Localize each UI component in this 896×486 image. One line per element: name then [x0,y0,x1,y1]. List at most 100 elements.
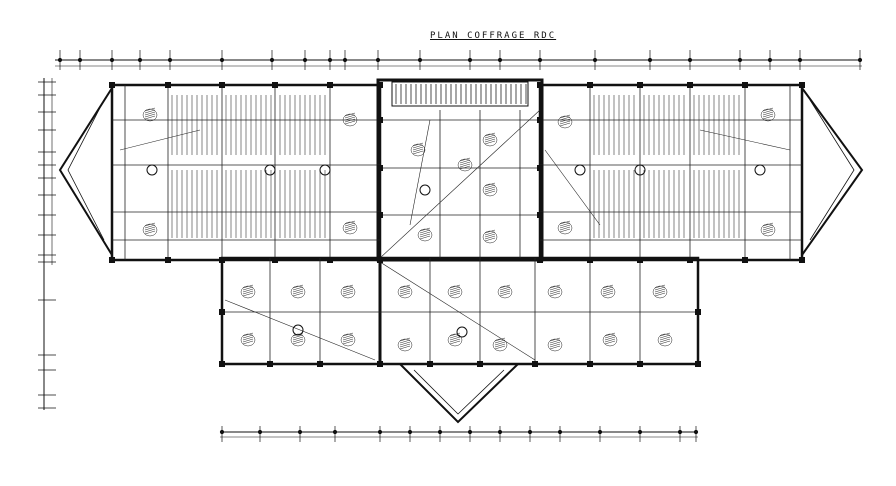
dim-node [377,429,383,435]
hatch-stroke [344,228,356,233]
hatch-stroke [459,161,471,166]
hatch-stroke [549,292,561,297]
hatch-stroke [242,338,254,343]
hatch-stroke [344,226,356,231]
hatch-stroke [342,334,354,339]
hatch-stroke [762,224,774,229]
hatch-stroke [602,284,614,289]
hatch-stroke [292,284,304,289]
column [377,165,383,171]
column [537,257,543,263]
slab-hatch [342,220,358,235]
hatch-stroke [342,284,354,289]
hatch-stroke [412,144,424,149]
hatch-outline [447,285,463,299]
hatch-stroke [484,134,496,139]
column [532,361,538,367]
hatch-stroke [762,115,774,120]
dim-node [57,57,63,63]
dim-node [677,429,683,435]
hatch-stroke [494,343,506,348]
hatch-stroke [549,341,561,346]
slab-hatch [557,220,573,235]
dim-node [167,57,173,63]
lower-block-wall [220,256,700,366]
hatch-stroke [762,222,774,227]
hatch-stroke [559,118,571,123]
hatch-stroke [449,288,461,293]
slab-hatch [492,337,508,352]
hatch-outline [557,115,573,129]
hatch-outline [547,285,563,299]
hatch-stroke [549,343,561,348]
dim-node [437,429,443,435]
hatch-stroke [342,338,354,343]
hatch-stroke [344,112,356,117]
slab-hatch [340,332,356,347]
hatch-outline [290,333,306,347]
hatch-stroke [342,336,354,341]
hatch-stroke [559,116,571,121]
dim-node [219,57,225,63]
slab-hatch [547,337,563,352]
hatch-stroke [484,136,496,141]
column [799,257,805,263]
dim-node [592,57,598,63]
column [272,257,278,263]
hatch-stroke [499,288,511,293]
column [377,82,383,88]
hatch-stroke [762,228,774,233]
dim-node [109,57,115,63]
hatch-stroke [484,235,496,240]
hatch-stroke [549,337,561,342]
hatch-stroke [242,292,254,297]
slab-hatch [342,112,358,127]
hatch-stroke [499,292,511,297]
round-column [456,326,468,338]
hatch-stroke [399,286,411,291]
hatch-stroke [419,235,431,240]
dim-node [327,57,333,63]
column [377,212,383,218]
hatch-outline [482,133,498,147]
round-column [754,164,766,176]
hatch-stroke [654,284,666,289]
column [477,361,483,367]
round-column [419,184,431,196]
hatch-stroke [654,286,666,291]
right-wing-wall [538,83,804,262]
hatch-stroke [399,292,411,297]
hatch-outline [397,338,413,352]
slab-hatch [482,132,498,147]
span-diagonal [379,109,541,259]
hatch-stroke [762,113,774,118]
hatch-stroke [144,115,156,120]
slab-hatch [142,107,158,122]
dim-node [637,429,643,435]
column [219,309,225,315]
column [687,257,693,263]
hatch-stroke [292,336,304,341]
hatch-stroke [399,284,411,289]
hatch-stroke [342,286,354,291]
hatch-stroke [342,292,354,297]
hatch-stroke [762,109,774,114]
dim-node [687,57,693,63]
hatch-stroke [412,142,424,147]
hatch-stroke [654,292,666,297]
hatch-stroke [144,222,156,227]
column [742,82,748,88]
dim-node [497,429,503,435]
right-wing-point [801,87,864,256]
slab-hatch [482,229,498,244]
hatch-stroke [399,337,411,342]
span-diagonals [119,109,791,361]
span-diagonal [379,261,536,361]
hatch-outline [557,221,573,235]
hatch-stroke [412,148,424,153]
hatch-stroke [419,231,431,236]
hatch-stroke [144,107,156,112]
span-diagonal [699,129,791,151]
column [165,82,171,88]
column [537,165,543,171]
